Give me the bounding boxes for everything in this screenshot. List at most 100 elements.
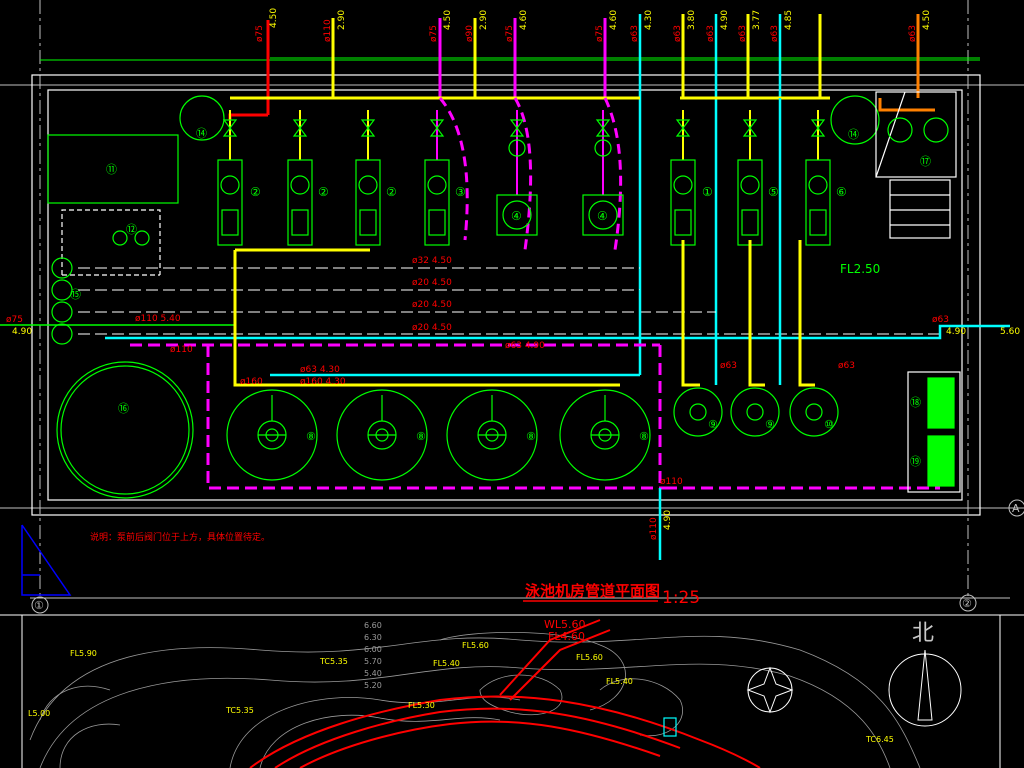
filter-tag: ⑧ (306, 430, 316, 443)
pump-unit (355, 110, 381, 246)
grid-bubbles (31, 499, 1024, 614)
site-label: FL5.90 (70, 649, 97, 658)
dosing-pump (134, 230, 150, 246)
panel-19 (927, 435, 955, 487)
riser-label-dn: ø75 (429, 25, 439, 42)
pump-unit (424, 110, 450, 246)
pump-tag: ⑤ (768, 185, 779, 199)
pipe-label: ø160 (240, 377, 263, 387)
site-plan: 北 FL5.90 TC5.35 FL5.40 FL5.60 FL5.60 FL5… (0, 614, 1024, 768)
riser-label-dn: ø90 (465, 25, 475, 42)
pump-tag: ③ (455, 185, 466, 199)
filter-tag: ⑧ (416, 430, 426, 443)
equip-tag: ⑱ (910, 396, 921, 409)
riser-label-elev: 4.50 (269, 8, 279, 28)
pipe-label: ø160 4.30 (300, 377, 346, 387)
top-pumps (217, 110, 831, 246)
grid-bubble-labels: ① ② A (34, 502, 1020, 612)
pipe-label: ø32 4.50 (412, 256, 452, 266)
dosing-pump (112, 230, 128, 246)
equip-tag: ⑲ (910, 455, 921, 468)
dosing-tank (51, 279, 73, 301)
drawing-scale: 1:25 (662, 588, 700, 608)
riser-label-elev: 2.90 (337, 10, 347, 30)
riser-label-dn: ø75 (255, 25, 265, 42)
equip-tag: ⑰ (920, 155, 931, 168)
north-label: 北 (912, 621, 934, 646)
grid-axis-label: A (1012, 502, 1020, 515)
pump-unit (217, 110, 243, 246)
filter-unit (446, 389, 538, 481)
filter-tag: ⑧ (639, 430, 649, 443)
room-walls (31, 57, 981, 516)
pipe-label: ø110 (170, 345, 193, 355)
pump-unit (496, 110, 538, 236)
unit-17-box (875, 91, 957, 178)
riser-label-elev: 4.60 (519, 10, 529, 30)
site-label: FL5.60 (462, 641, 489, 650)
unit-14-right (830, 95, 880, 145)
site-label: 6.30 (364, 633, 382, 642)
riser-top-labels: ø75 4.50 ø110 2.90 ø75 4.50 ø90 2.90 ø75… (255, 8, 932, 42)
riser-label-dn: ø63 (706, 25, 716, 42)
site-label: 6.00 (364, 645, 382, 654)
pipe-label: ø63 4.90 (505, 341, 545, 351)
pump-tag: ④ (511, 209, 522, 223)
side-label: 4.90 (946, 327, 966, 337)
drawing-title-block: 泳池机房管道平面图 1:25 (523, 582, 700, 608)
side-label: ø110 (649, 517, 659, 540)
right-equipment-tags: ⑭ ⑰ ⑱ ⑲ (848, 128, 931, 468)
small-unit-tag: ⑩ (824, 418, 834, 431)
grid-axis-label: ① (34, 599, 44, 612)
riser-label-elev: 4.30 (644, 10, 654, 30)
pipe-labels: ø110 5.40 ø32 4.50 ø20 4.50 ø20 4.50 ø20… (6, 256, 1020, 540)
pump-unit (582, 110, 624, 236)
riser-label-elev: 4.50 (922, 10, 932, 30)
pipe-label: ø20 4.50 (412, 278, 452, 288)
north-arrow (917, 649, 933, 721)
riser-label-elev: 2.90 (479, 10, 489, 30)
site-label: L5.00 (28, 709, 50, 718)
equip-tag: ⑮ (70, 288, 81, 301)
site-label: FL5.40 (606, 677, 633, 686)
riser-label-elev: 3.80 (687, 10, 697, 30)
site-label: 5.20 (364, 681, 382, 690)
riser-label-dn: ø75 (505, 25, 515, 42)
dosing-tank (51, 323, 73, 345)
unit-14-left (179, 95, 225, 141)
side-label: 4.90 (663, 510, 673, 530)
pipe-label: ø63 (838, 361, 855, 371)
pump-tag: ⑥ (836, 185, 847, 199)
pump-tag: ② (386, 185, 397, 199)
pump-tag: ② (250, 185, 261, 199)
riser-label-elev: 4.90 (720, 10, 730, 30)
site-label: 5.70 (364, 657, 382, 666)
pump-tag: ① (702, 185, 713, 199)
pipe-label: ø110 (660, 477, 683, 487)
side-label: ø63 (932, 315, 949, 325)
riser-label-elev: 3.77 (752, 10, 762, 30)
balance-tank-inner (60, 365, 190, 495)
room-inner-wall (47, 89, 963, 501)
pipe-label: ø63 4.30 (300, 365, 340, 375)
riser-label-elev: 4.60 (609, 10, 619, 30)
side-label: ø75 (6, 315, 23, 325)
small-unit (789, 387, 839, 437)
filters (226, 387, 839, 481)
compass-rose (746, 666, 794, 714)
pipe-label: ø20 4.50 (412, 300, 452, 310)
site-label: WL5.60 (544, 618, 586, 631)
pipe-label: ø63 (720, 361, 737, 371)
riser-label-dn: ø63 (908, 25, 918, 42)
site-label: 5.40 (364, 669, 382, 678)
riser-label-dn: ø63 (630, 25, 640, 42)
room-outer-wall (31, 74, 981, 516)
filter-unit (336, 389, 428, 481)
small-unit (730, 387, 780, 437)
site-label: TC5.35 (225, 706, 254, 715)
riser-label-elev: 4.85 (784, 10, 794, 30)
side-label: 4.90 (12, 327, 32, 337)
equip-tag: ⑭ (848, 128, 859, 141)
left-equipment (47, 95, 225, 499)
